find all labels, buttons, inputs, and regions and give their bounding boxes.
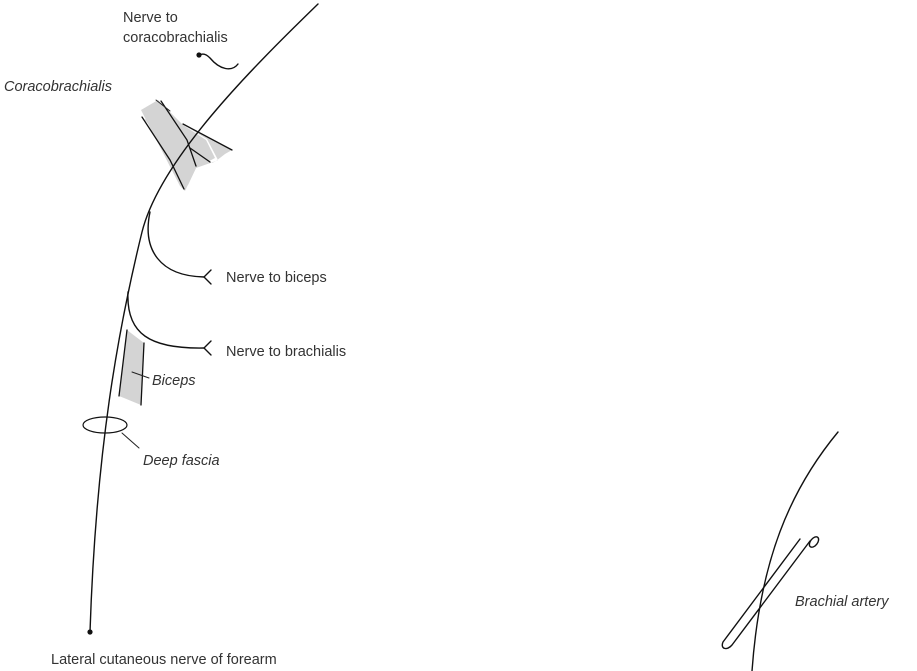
nerve-to-brachialis-fork — [204, 341, 211, 355]
label-brachial-artery: Brachial artery — [795, 594, 889, 610]
label-deep-fascia: Deep fascia — [143, 453, 220, 469]
coracobrachialis-muscle — [141, 100, 232, 191]
lateral-cutaneous-nerve-end — [87, 629, 92, 634]
brachial-artery — [722, 535, 820, 648]
label-nerve-to-coracobrachialis-line1: Nerve to — [123, 10, 178, 26]
label-biceps: Biceps — [152, 373, 196, 389]
nerve-to-coracobrachialis-end — [196, 52, 201, 57]
label-lateral-cutaneous-nerve: Lateral cutaneous nerve of forearm — [51, 652, 277, 668]
biceps-muscle — [119, 330, 144, 405]
label-nerve-to-coracobrachialis-line2: coracobrachialis — [123, 30, 228, 46]
label-coracobrachialis: Coracobrachialis — [4, 79, 112, 95]
nerve-to-biceps-branch — [148, 212, 204, 277]
deep-fascia-leader — [122, 433, 139, 448]
nerve-crossing-artery — [752, 432, 838, 671]
nerve-to-biceps-fork — [204, 270, 211, 284]
label-nerve-to-brachialis: Nerve to brachialis — [226, 344, 346, 360]
label-nerve-to-biceps: Nerve to biceps — [226, 270, 327, 286]
nerve-to-coracobrachialis-branch — [200, 54, 238, 69]
musculocutaneous-nerve-trunk — [90, 4, 318, 632]
